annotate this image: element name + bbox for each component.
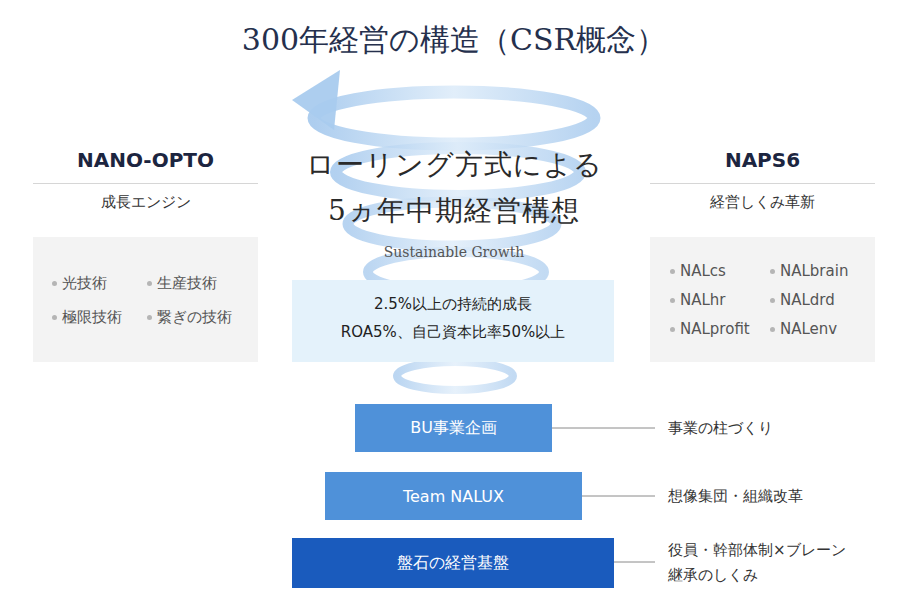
layer-text: BU事業企画 — [410, 418, 497, 439]
spiral-arrowhead — [292, 70, 340, 130]
bullet-dot — [52, 315, 57, 320]
bullet-dot — [770, 327, 775, 332]
bullet-item: NALenv — [780, 319, 880, 340]
bullet-item: NALprofit — [680, 319, 780, 340]
bullet-dot — [670, 298, 675, 303]
layer-text: Team NALUX — [403, 487, 504, 506]
layer-box: Team NALUX — [325, 472, 582, 520]
bullet-item: NALcs — [680, 261, 780, 282]
leader-line — [552, 428, 655, 429]
bullet-item: NALdrd — [780, 290, 880, 311]
panel-background — [33, 237, 258, 362]
spiral-ring — [314, 92, 594, 144]
panel-heading: NANO-OPTO — [33, 146, 258, 174]
layer-note: 役員・幹部体制×ブレーン 継承のしくみ — [668, 538, 863, 588]
bullet-dot — [147, 281, 152, 286]
goal-text: 2.5%以上の持続的成長 — [292, 294, 614, 315]
bullet-dot — [52, 281, 57, 286]
panel-node: NAPS6経営しくみ革新NALcsNALbrainNALhrNALdrdNALp… — [650, 142, 875, 362]
layer-note: 事業の柱づくり — [668, 418, 888, 439]
panel-subheading: 経営しくみ革新 — [650, 192, 875, 213]
leader-line — [614, 562, 655, 563]
heading-rule — [650, 183, 875, 184]
layer-text: 盤石の経営基盤 — [397, 553, 509, 574]
layer-note: 想像集団・組織改革 — [668, 486, 888, 507]
bullet-dot — [770, 298, 775, 303]
bullet-item: 生産技術 — [157, 273, 257, 294]
layer-box: BU事業企画 — [355, 404, 552, 452]
heading-rule — [33, 183, 258, 184]
bullet-item: 繋ぎの技術 — [157, 307, 257, 328]
plan-subheading: Sustainable Growth — [304, 243, 604, 263]
bullet-dot — [670, 269, 675, 274]
bullet-dot — [670, 327, 675, 332]
plan-heading: ローリング方式による 5ヵ年中期経営構想 — [304, 142, 604, 234]
goal-text: ROA5%、自己資本比率50%以上 — [292, 322, 614, 343]
panel-heading: NAPS6 — [650, 146, 875, 174]
bullet-item: NALbrain — [780, 261, 880, 282]
bullet-item: NALhr — [680, 290, 780, 311]
panel-subheading: 成長エンジン — [33, 192, 258, 213]
bullet-dot — [147, 315, 152, 320]
foundation-box: 盤石の経営基盤 — [292, 538, 614, 588]
spiral-ring — [397, 362, 513, 390]
leader-line — [582, 496, 655, 497]
diagram-title: 300年経営の構造（CSR概念） — [0, 20, 908, 61]
bullet-dot — [770, 269, 775, 274]
goal-box: 2.5%以上の持続的成長 ROA5%、自己資本比率50%以上 — [292, 280, 614, 362]
panel-node: NANO-OPTO成長エンジン光技術生産技術極限技術繋ぎの技術 — [33, 142, 258, 362]
